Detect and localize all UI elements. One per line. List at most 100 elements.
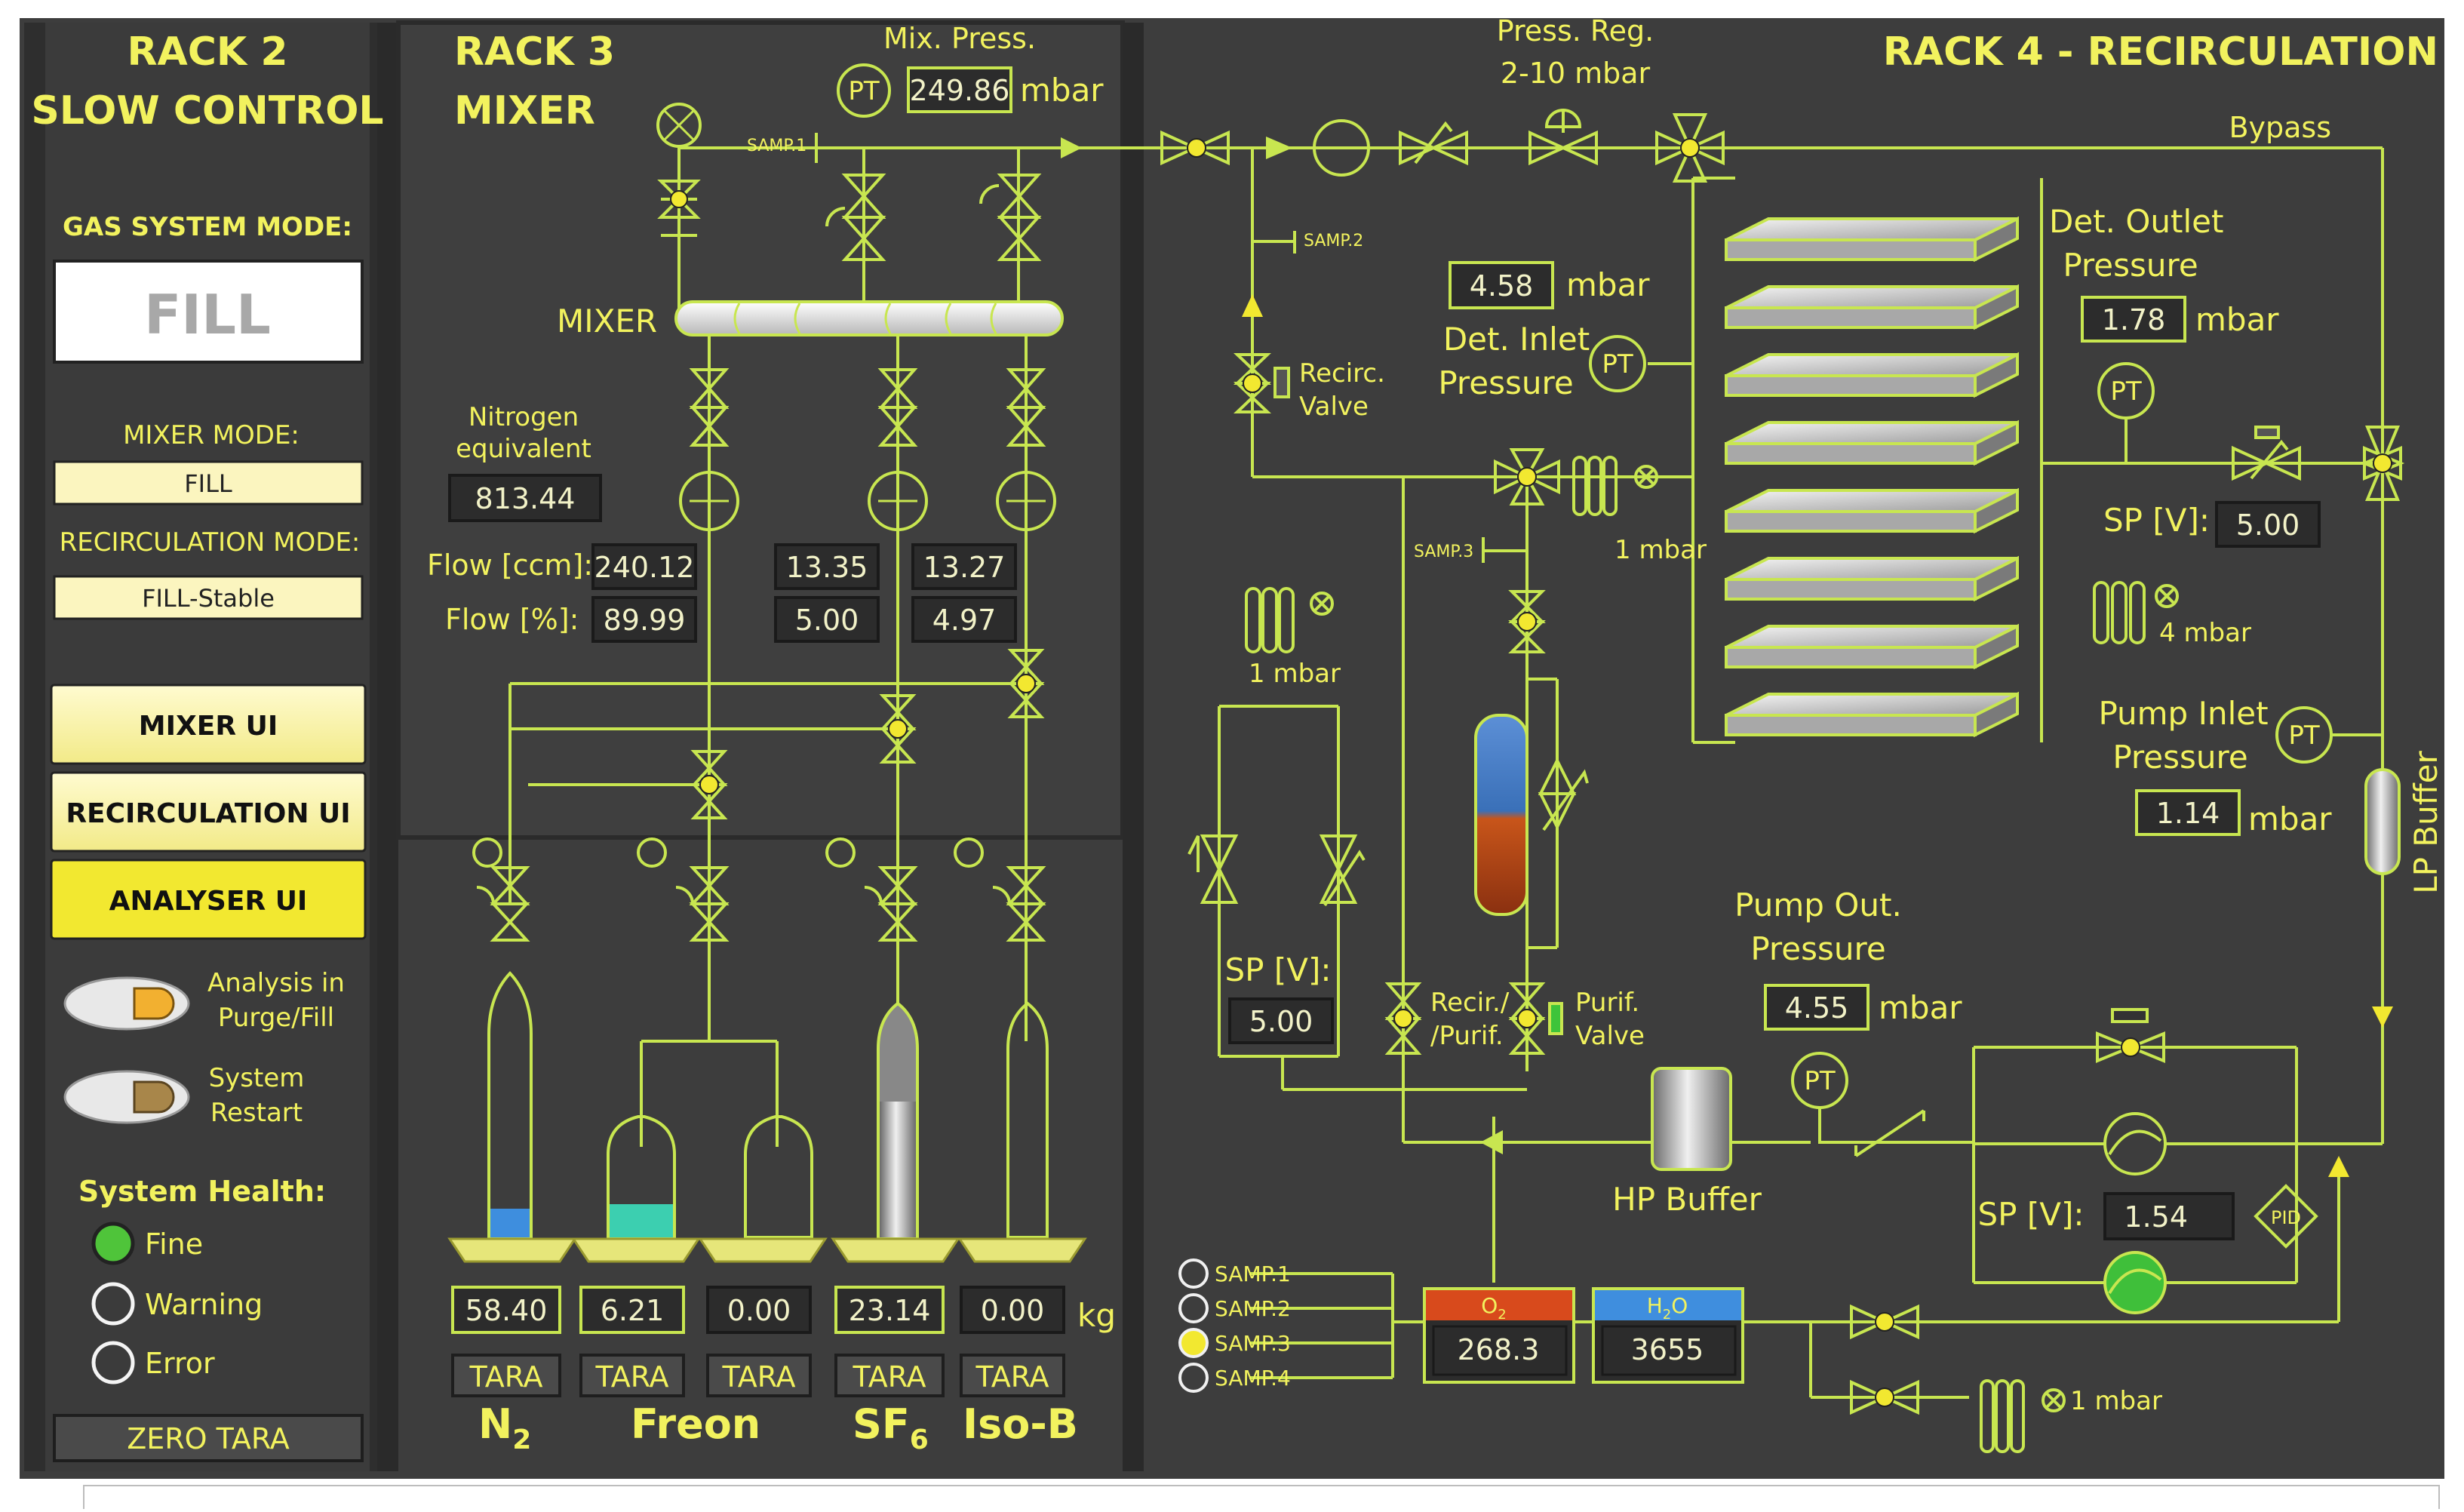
toggle-knob[interactable] bbox=[133, 987, 175, 1020]
purifier-column bbox=[1474, 714, 1528, 916]
sp-left-value[interactable]: 5.00 bbox=[1249, 1005, 1313, 1038]
mix-press-pt-sensor bbox=[837, 63, 891, 118]
gas-label-sf6: SF6 bbox=[853, 1400, 929, 1455]
sp-pump-input[interactable] bbox=[2103, 1192, 2235, 1240]
tara-button-label[interactable]: TARA bbox=[721, 1360, 795, 1394]
tara-isob-button[interactable]: TARA bbox=[960, 1354, 1065, 1397]
tara-button-face[interactable] bbox=[834, 1354, 945, 1397]
sp-outlet-value[interactable]: 5.00 bbox=[2236, 509, 2300, 542]
samp1-radio-label[interactable]: SAMP.1 bbox=[1215, 1262, 1291, 1286]
tara-button-face[interactable] bbox=[960, 1354, 1065, 1397]
tara-freon1-button[interactable]: TARA bbox=[579, 1354, 685, 1397]
mixer-ui-button-face[interactable] bbox=[50, 684, 367, 765]
flow-ccm-sf6: 13.35 bbox=[786, 551, 868, 584]
gas-system-mode-value: FILL bbox=[144, 283, 271, 346]
mixer-crossover-valves bbox=[690, 649, 1045, 819]
health-warning-label: Warning bbox=[145, 1288, 263, 1321]
samp1-radio[interactable] bbox=[1178, 1258, 1209, 1289]
det-outlet-display bbox=[2081, 296, 2186, 343]
zero-tara-button-face[interactable] bbox=[53, 1414, 364, 1462]
analyser-ui-button-label[interactable]: ANALYSER UI bbox=[109, 886, 308, 917]
tara-button-face[interactable] bbox=[706, 1354, 812, 1397]
flowmeter-icon bbox=[868, 471, 928, 531]
left-loop-1mbar-label: 1 mbar bbox=[1249, 659, 1341, 689]
recirculation-ui-button-label[interactable]: RECIRCULATION UI bbox=[66, 798, 350, 829]
detector-plate bbox=[1725, 623, 2019, 670]
system-restart-label-2: Restart bbox=[210, 1098, 303, 1128]
gas-system-mode-label: GAS SYSTEM MODE: bbox=[63, 212, 352, 242]
sp-pump-value[interactable]: 1.54 bbox=[2124, 1200, 2188, 1234]
analyser-ui-button-face[interactable] bbox=[50, 859, 367, 940]
needle-valve-icon bbox=[1399, 130, 1468, 166]
toggle-knob[interactable] bbox=[133, 1080, 175, 1114]
o2-analyser-value: 268.3 bbox=[1458, 1333, 1540, 1366]
sample-selector[interactable]: SAMP.1 SAMP.2 SAMP.3 SAMP.4 bbox=[1178, 1258, 1291, 1393]
analyser-ui-button[interactable]: ANALYSER UI bbox=[50, 859, 367, 940]
mixer-ui-button-label[interactable]: MIXER UI bbox=[139, 711, 278, 742]
samp3-radio[interactable] bbox=[1178, 1328, 1209, 1358]
divider-3-4 bbox=[1123, 23, 1144, 1471]
o2-analyser-header bbox=[1426, 1290, 1572, 1320]
tara-sf6-button[interactable]: TARA bbox=[834, 1354, 945, 1397]
outlet-control-valve bbox=[2232, 426, 2405, 501]
analysis-toggle-label-1: Analysis in bbox=[207, 968, 345, 998]
samp4-radio-label[interactable]: SAMP.4 bbox=[1215, 1366, 1291, 1391]
det-inlet-pt-sensor bbox=[1589, 335, 1646, 392]
tara-freon2-button[interactable]: TARA bbox=[706, 1354, 812, 1397]
mix-press-label: Mix. Press. bbox=[883, 22, 1036, 55]
samp2-radio[interactable] bbox=[1178, 1293, 1209, 1323]
samp4-radio[interactable] bbox=[1178, 1363, 1209, 1393]
flow-arrow bbox=[1242, 294, 1263, 317]
flow-arrow bbox=[1480, 1130, 1503, 1154]
mix-press-pt-label: PT bbox=[848, 76, 880, 106]
tara-button-face[interactable] bbox=[451, 1354, 561, 1397]
tara-button-label[interactable]: TARA bbox=[852, 1360, 926, 1394]
analysis-purge-fill-toggle[interactable] bbox=[63, 976, 190, 1031]
sp-outlet-input[interactable] bbox=[2215, 501, 2321, 548]
isob-bottle bbox=[1006, 1001, 1049, 1239]
analyser-valves bbox=[1850, 1304, 2066, 1453]
pump-out-unit: mbar bbox=[1879, 989, 1962, 1026]
health-error-label: Error bbox=[145, 1347, 215, 1380]
recirculation-piping bbox=[1168, 146, 2384, 1399]
recirculation-ui-button[interactable]: RECIRCULATION UI bbox=[50, 771, 367, 853]
o2-analyser-display bbox=[1432, 1325, 1568, 1376]
zero-tara-button-label[interactable]: ZERO TARA bbox=[127, 1422, 290, 1455]
vent-icon bbox=[656, 103, 702, 148]
nitrogen-equivalent-label-2: equivalent bbox=[456, 434, 591, 464]
sp-left-input[interactable] bbox=[1228, 997, 1334, 1044]
det-inlet-label-1: Det. Inlet bbox=[1443, 321, 1590, 358]
detector-stack bbox=[1725, 216, 2019, 738]
zero-tara-button[interactable]: ZERO TARA bbox=[53, 1414, 364, 1462]
recirculation-ui-button-face[interactable] bbox=[50, 771, 367, 853]
tara-button-label[interactable]: TARA bbox=[594, 1360, 668, 1394]
tara-button-face[interactable] bbox=[579, 1354, 685, 1397]
detector-plate bbox=[1725, 419, 2019, 466]
rack2-title: RACK 2 bbox=[127, 29, 287, 75]
health-fine-indicator bbox=[91, 1222, 135, 1265]
recirculation-mode-value: FILL-Stable bbox=[142, 584, 275, 613]
rack2-subtitle: SLOW CONTROL bbox=[31, 88, 383, 134]
recir-purif-valves bbox=[1384, 982, 1563, 1055]
det-inlet-display bbox=[1449, 261, 1554, 309]
samp3-radio-label[interactable]: SAMP.3 bbox=[1215, 1331, 1291, 1356]
tara-n2-button[interactable]: TARA bbox=[451, 1354, 561, 1397]
hp-buffer bbox=[1651, 1067, 1732, 1171]
samp2-radio-label[interactable]: SAMP.2 bbox=[1215, 1296, 1291, 1321]
valve-icon bbox=[1160, 130, 1230, 166]
h2o-analyser-display bbox=[1601, 1325, 1737, 1376]
flow-pct-sf6: 5.00 bbox=[795, 604, 859, 637]
detector-plate bbox=[1725, 691, 2019, 738]
mixer-ui-button[interactable]: MIXER UI bbox=[50, 684, 367, 765]
weight-freon1: 6.21 bbox=[601, 1294, 665, 1327]
det-outlet-label-2: Pressure bbox=[2063, 247, 2198, 284]
tara-button-label[interactable]: TARA bbox=[469, 1360, 542, 1394]
pump-inlet-label-2: Pressure bbox=[2112, 739, 2247, 776]
tara-button-label[interactable]: TARA bbox=[975, 1360, 1049, 1394]
purifier-1mbar-label: 1 mbar bbox=[1615, 535, 1707, 565]
left-bypass-loop bbox=[1187, 587, 1366, 907]
detector-plate bbox=[1725, 555, 2019, 602]
system-restart-toggle[interactable] bbox=[63, 1070, 190, 1124]
flowmeter-icon bbox=[679, 471, 739, 531]
det-inlet-pt-label: PT bbox=[1602, 349, 1633, 380]
